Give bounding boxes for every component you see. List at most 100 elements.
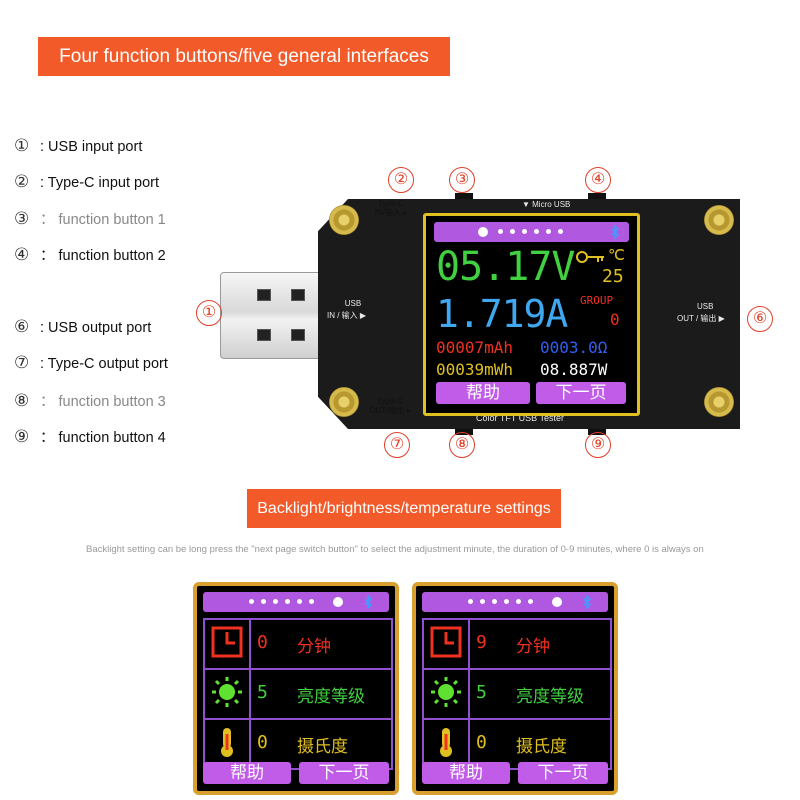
- settings-screen-1: 0 分钟 5 亮度等级 0 摄氏度 帮助 下一页: [193, 582, 399, 795]
- page-dot: [528, 599, 533, 604]
- celsius-label: 摄氏度: [516, 737, 567, 756]
- thermometer-icon: [221, 728, 233, 757]
- minutes-label: 分钟: [297, 637, 331, 656]
- backlight-minutes-value: 0: [257, 632, 268, 653]
- plug-hole: [257, 329, 271, 341]
- page-dot: [249, 599, 254, 604]
- voltage-readout: 05.17V: [436, 244, 575, 290]
- brightness-label: 亮度等级: [516, 687, 584, 706]
- next-page-button[interactable]: 下一页: [299, 762, 389, 784]
- legend-item-function-button-2: ④： function button 2: [14, 245, 166, 264]
- screw-icon: [704, 205, 734, 235]
- settings-screen-2: 9 分钟 5 亮度等级 0 摄氏度 帮助 下一页: [412, 582, 618, 795]
- page-indicator-dot: [552, 597, 562, 607]
- settings-row-backlight: 9 分钟: [424, 620, 610, 670]
- page-dot: [534, 229, 539, 234]
- icon-cell: [205, 720, 251, 768]
- current-readout: 1.719A: [436, 292, 568, 336]
- brightness-value: 5: [257, 682, 268, 703]
- page-indicator-dot: [333, 597, 343, 607]
- settings-row-brightness: 5 亮度等级: [424, 670, 610, 720]
- settings-row-temperature: 0 摄氏度: [424, 720, 610, 768]
- temperature-unit: ℃: [608, 246, 625, 264]
- legend-item-function-button-1: ③： function button 1: [14, 209, 166, 228]
- page-dot: [285, 599, 290, 604]
- page-indicator-dot: [478, 227, 488, 237]
- sun-icon: [212, 677, 242, 707]
- page-dot: [516, 599, 521, 604]
- function-button-1[interactable]: [455, 193, 473, 199]
- legend-item-usb-input: ①: USB input port: [14, 136, 143, 155]
- callout-8: ⑧: [449, 432, 475, 458]
- settings-row-brightness: 5 亮度等级: [205, 670, 391, 720]
- legend-item-usb-output: ⑥: USB output port: [14, 317, 152, 336]
- energy-readout: 00039mWh: [436, 360, 514, 379]
- temperature-readout: 25: [602, 266, 624, 287]
- next-page-button[interactable]: 下一页: [536, 382, 626, 404]
- next-page-button[interactable]: 下一页: [518, 762, 608, 784]
- function-button-2[interactable]: [588, 193, 606, 199]
- minutes-label: 分钟: [516, 637, 550, 656]
- settings-status-bar: [422, 592, 608, 612]
- capacity-readout: 00007mAh: [436, 338, 514, 357]
- clock-icon: [430, 626, 462, 658]
- settings-status-bar: [203, 592, 389, 612]
- help-button[interactable]: 帮助: [203, 762, 291, 784]
- page-dot: [558, 229, 563, 234]
- settings-row-backlight: 0 分钟: [205, 620, 391, 670]
- page-dot: [510, 229, 515, 234]
- title-banner: Four function buttons/five general inter…: [38, 37, 450, 76]
- settings-grid: 0 分钟 5 亮度等级 0 摄氏度: [203, 618, 393, 770]
- callout-6: ⑥: [747, 306, 773, 332]
- legend-item-typec-output: ⑦: Type-C output port: [14, 353, 168, 372]
- bluetooth-icon: [583, 595, 591, 609]
- usb-plug: [220, 272, 324, 359]
- tester-screen: 05.17V ℃ 25 1.719A GROUP 0 00007mAh 0003…: [423, 213, 640, 416]
- backlight-note: Backlight setting can be long press the …: [86, 544, 704, 555]
- callout-7: ⑦: [384, 432, 410, 458]
- legend-item-function-button-4: ⑨： function button 4: [14, 427, 166, 446]
- plug-hole: [291, 329, 305, 341]
- callout-2: ②: [388, 167, 414, 193]
- clock-icon: [211, 626, 243, 658]
- settings-grid: 9 分钟 5 亮度等级 0 摄氏度: [422, 618, 612, 770]
- thermometer-key-icon: [576, 251, 604, 263]
- sun-icon: [431, 677, 461, 707]
- callout-3: ③: [449, 167, 475, 193]
- page-dot: [309, 599, 314, 604]
- legend-item-function-button-3: ⑧： function button 3: [14, 391, 166, 410]
- plug-hole: [291, 289, 305, 301]
- page-dot: [546, 229, 551, 234]
- page-dot: [468, 599, 473, 604]
- resistance-readout: 0003.0Ω: [540, 338, 608, 357]
- screw-icon: [329, 205, 359, 235]
- usb-in-label-2: IN / 输入 ▶: [327, 311, 367, 320]
- usb-in-label: USB: [344, 299, 362, 308]
- screw-icon: [704, 387, 734, 417]
- callout-9: ⑨: [585, 432, 611, 458]
- page-dot: [522, 229, 527, 234]
- group-value: 0: [610, 310, 620, 329]
- screen-status-bar: [434, 222, 629, 242]
- brightness-value: 5: [476, 682, 487, 703]
- page-dot: [261, 599, 266, 604]
- help-button[interactable]: 帮助: [422, 762, 510, 784]
- group-label: GROUP: [580, 294, 614, 307]
- page-dot: [273, 599, 278, 604]
- power-readout: 08.887W: [540, 360, 608, 379]
- help-button[interactable]: 帮助: [436, 382, 530, 404]
- temp-mode-value: 0: [476, 732, 487, 753]
- screw-icon: [329, 387, 359, 417]
- icon-cell: [205, 620, 251, 668]
- page-dot: [504, 599, 509, 604]
- icon-cell: [424, 670, 470, 718]
- icon-cell: [424, 720, 470, 768]
- bluetooth-icon: [611, 225, 619, 239]
- settings-banner: Backlight/brightness/temperature setting…: [247, 489, 561, 528]
- brightness-label: 亮度等级: [297, 687, 365, 706]
- page-dot: [492, 599, 497, 604]
- backlight-minutes-value: 9: [476, 632, 487, 653]
- callout-4: ④: [585, 167, 611, 193]
